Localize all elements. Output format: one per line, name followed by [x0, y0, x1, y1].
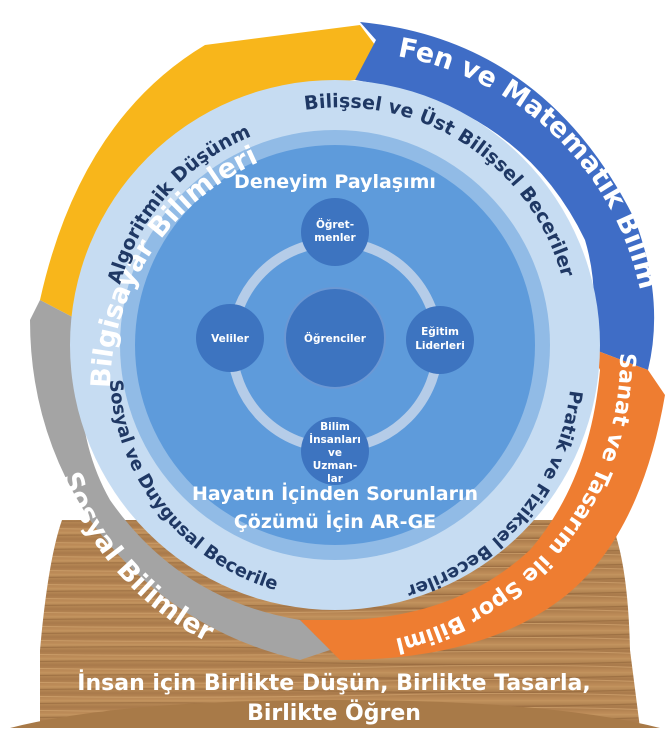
base-floor — [10, 700, 660, 728]
node-scientists-label-4: Uzman- — [313, 460, 358, 472]
node-leaders-label-1: Eğitim — [421, 326, 459, 338]
arc-computer-sciences — [40, 25, 375, 322]
node-scientists: Bilim İnsanları ve Uzman- lar — [301, 417, 369, 485]
node-scientists-label-2: İnsanları — [309, 432, 361, 446]
node-scientists-label-5: lar — [327, 473, 344, 485]
arc-social-sciences — [30, 300, 330, 660]
base-slogan-line2: Birlikte Öğren — [247, 700, 421, 726]
node-parents-label: Veliler — [211, 333, 250, 345]
node-students: Öğrenciler — [284, 287, 386, 389]
label-experience-sharing: Deneyim Paylaşımı — [234, 171, 436, 193]
node-teachers-label-1: Öğret- — [316, 217, 354, 231]
node-teachers-label-2: menler — [314, 232, 356, 244]
node-parents: Veliler — [196, 304, 264, 372]
base-slogan-line1: İnsan için Birlikte Düşün, Birlikte Tasa… — [77, 670, 590, 696]
node-leaders: Eğitim Liderleri — [406, 306, 474, 374]
node-scientists-label-1: Bilim — [320, 421, 350, 433]
label-rnd-line2: Çözümü İçin AR-GE — [234, 509, 436, 533]
node-students-label: Öğrenciler — [304, 331, 367, 345]
node-scientists-label-3: ve — [328, 447, 342, 459]
node-leaders-label-2: Liderleri — [415, 340, 465, 352]
arc-art-design — [300, 348, 665, 660]
arc-science-math — [355, 22, 655, 370]
node-teachers: Öğret- menler — [301, 198, 369, 266]
